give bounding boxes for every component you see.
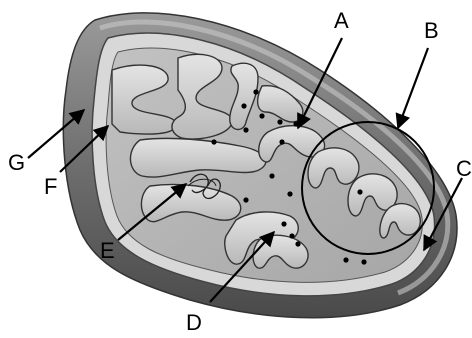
- label-f: F: [44, 174, 57, 199]
- label-a: A: [334, 8, 349, 33]
- ribosome-dot-icon: [287, 191, 292, 196]
- ribosome-dot-icon: [343, 257, 348, 262]
- ribosome-dot-icon: [211, 139, 216, 144]
- label-e: E: [100, 238, 115, 263]
- arrow-icon: [398, 48, 428, 128]
- label-d: D: [186, 310, 202, 335]
- ribosome-dot-icon: [293, 121, 298, 126]
- ribosome-dot-icon: [289, 233, 294, 238]
- ribosome-dot-icon: [269, 173, 274, 178]
- ribosome-dot-icon: [243, 197, 248, 202]
- label-c: C: [456, 156, 472, 181]
- ribosome-dot-icon: [253, 89, 258, 94]
- ribosome-dot-icon: [243, 127, 248, 132]
- ribosome-dot-icon: [279, 139, 284, 144]
- ribosome-dot-icon: [357, 189, 362, 194]
- ribosome-dot-icon: [281, 221, 286, 226]
- ribosome-dot-icon: [361, 259, 366, 264]
- ribosome-dot-icon: [259, 113, 264, 118]
- ribosome-dot-icon: [295, 241, 300, 246]
- ribosome-dot-icon: [241, 103, 246, 108]
- label-b: B: [424, 18, 439, 43]
- label-g: G: [8, 150, 25, 175]
- ribosome-dot-icon: [277, 119, 282, 124]
